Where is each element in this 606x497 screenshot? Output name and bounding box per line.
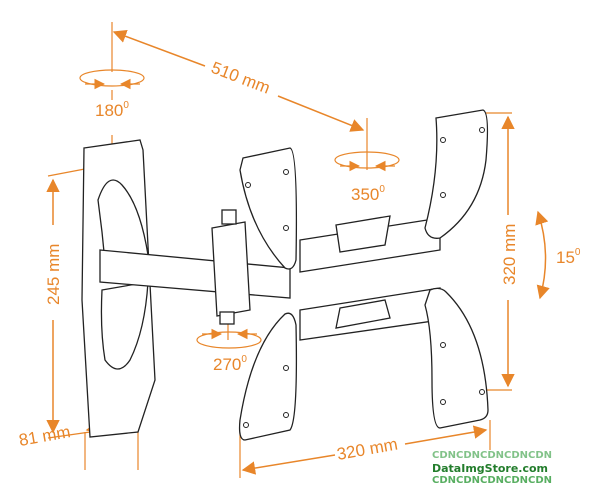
vesa-plate-top-left: [239, 147, 298, 270]
dim-arrow-510: [112, 29, 206, 67]
rotation-icon-180: [79, 69, 145, 90]
mounting-holes: [243, 127, 485, 428]
label-180: 1800: [95, 100, 129, 120]
label-81: 81 mm: [17, 422, 71, 450]
label-245: 245 mm: [44, 244, 63, 305]
rotation-icon-350: [334, 151, 400, 172]
label-320-vertical: 320 mm: [500, 224, 519, 285]
label-320-horizontal: 320 mm: [335, 435, 399, 464]
watermark-site: DataImgStore.com: [432, 462, 549, 475]
rotation-icon-270: [196, 328, 262, 349]
dim-arrow-320h: [241, 454, 336, 475]
vesa-plate-bottom-left: [238, 312, 298, 441]
pivot-bolt-top: [221, 209, 237, 225]
watermark-line3: CDNCDNCDNCDNCDN: [432, 475, 553, 486]
vesa-plate-top-right: [424, 109, 489, 239]
label-15: 150: [556, 247, 581, 267]
label-510: 510 mm: [209, 58, 273, 98]
label-350: 3500: [351, 184, 385, 204]
label-270: 2700: [213, 354, 247, 374]
vesa-plate-bottom-right: [424, 287, 489, 429]
wall-plate: [81, 139, 156, 438]
swing-arm: [99, 209, 441, 341]
pivot-bolt-bottom: [219, 311, 235, 325]
watermark-line1: CDNCDNCDNCDNCDN: [432, 450, 553, 461]
vesa-plates: [238, 109, 489, 441]
tilt-arc: [535, 210, 550, 300]
